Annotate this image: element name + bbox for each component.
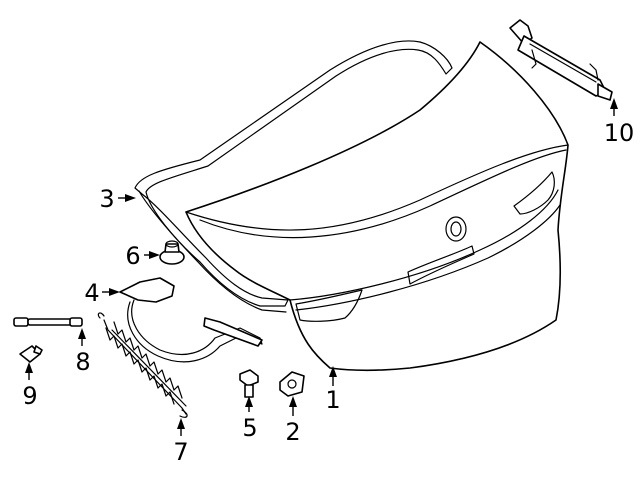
callout-10[interactable]: 10 <box>604 119 635 147</box>
callout-3[interactable]: 3 <box>99 185 114 213</box>
support-rod <box>13 317 83 327</box>
leader-lines <box>25 98 618 436</box>
callout-7[interactable]: 7 <box>173 438 188 466</box>
callout-4[interactable]: 4 <box>84 279 99 307</box>
torsion-spring <box>97 312 188 418</box>
callout-8[interactable]: 8 <box>75 348 90 376</box>
callout-9[interactable]: 9 <box>22 382 37 410</box>
grommet <box>159 240 185 265</box>
lock-bracket <box>279 371 305 397</box>
trunk-lid <box>185 41 569 372</box>
callout-6[interactable]: 6 <box>125 242 140 270</box>
weatherstrip-seal <box>134 40 453 313</box>
clip <box>19 345 43 363</box>
bolt <box>239 369 259 398</box>
callout-5[interactable]: 5 <box>242 414 257 442</box>
hinge-assembly <box>119 277 263 363</box>
gas-strut <box>509 19 613 101</box>
callout-2[interactable]: 2 <box>285 418 300 446</box>
callout-1[interactable]: 1 <box>325 386 340 414</box>
